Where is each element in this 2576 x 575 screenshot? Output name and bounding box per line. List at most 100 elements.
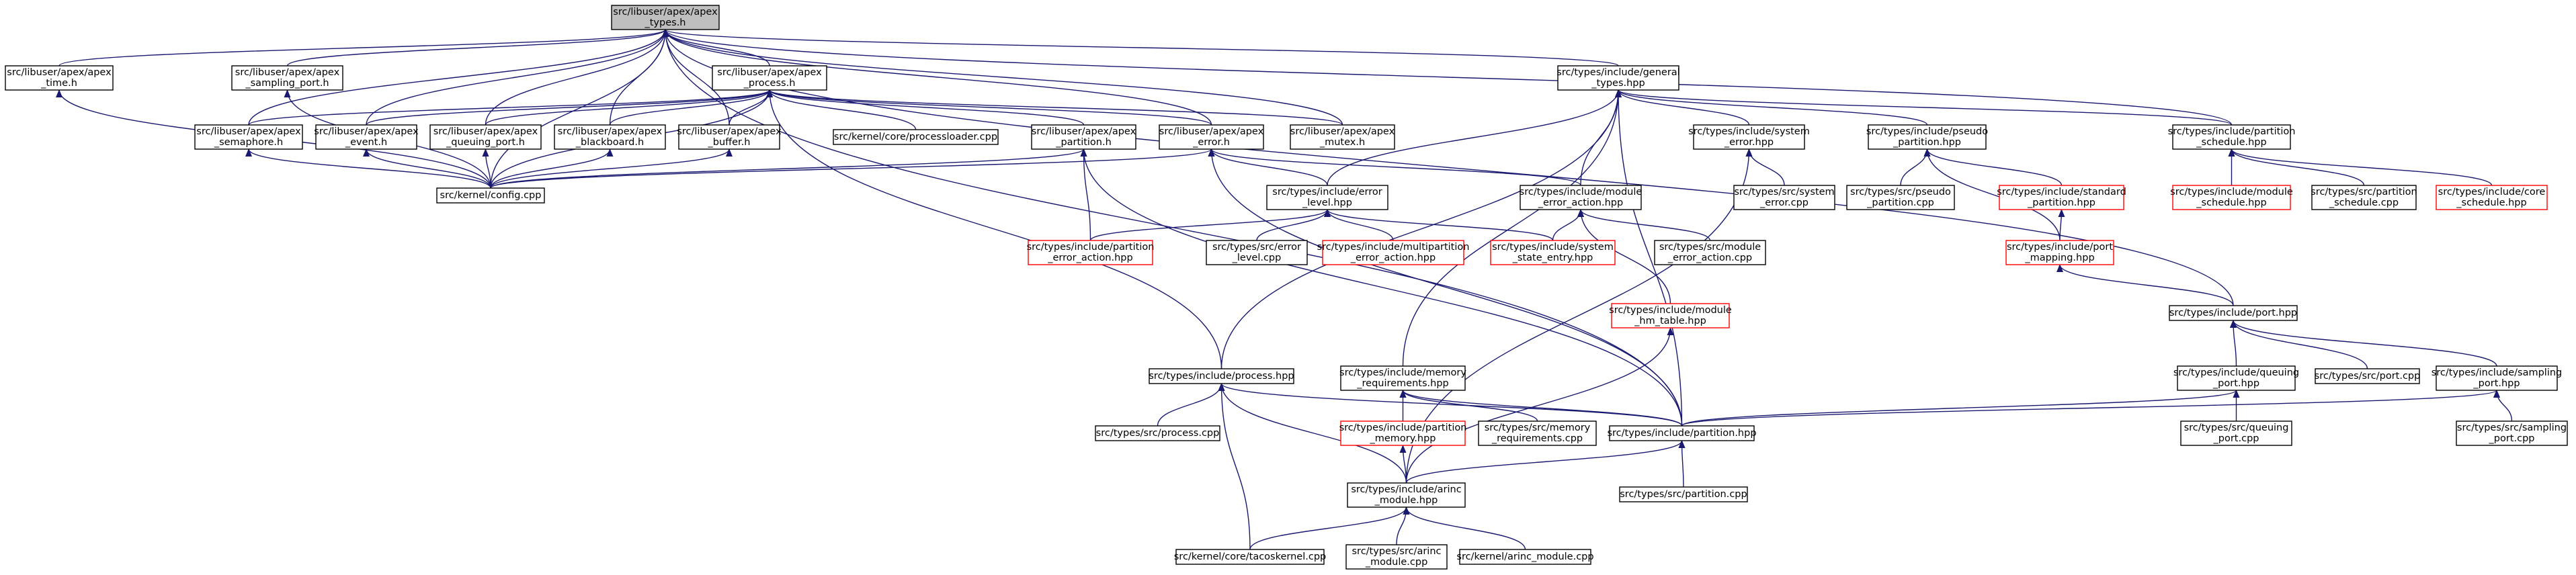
node-port_mapping[interactable]: src/types/include/port_mapping.hpp [2005, 240, 2114, 265]
node-box-time_h [5, 65, 114, 91]
edge-sys_state-to-mod_err_act [1552, 209, 1584, 241]
node-box-queuing_cpp [2180, 421, 2292, 446]
edge-multipart_err-to-error_level [1324, 209, 1394, 241]
node-box-kernel_arinc [1459, 549, 1591, 565]
node-mod_sched[interactable]: src/types/include/module_schedule.hpp [2170, 185, 2293, 210]
node-process_cpp[interactable]: src/types/src/process.cpp [1095, 425, 1220, 441]
node-error_level[interactable]: src/types/include/error_level.hpp [1266, 185, 1388, 210]
edge-processloader-to-process_h [766, 89, 917, 130]
edge-part_sched-to-types_h [662, 29, 2233, 126]
node-mem_req[interactable]: src/types/include/memory_requirements.hp… [1339, 365, 1466, 391]
node-label-part_mem-1: _memory.hpp [1370, 433, 1436, 444]
node-label-multipart_err-0: src/types/include/multipartition [1317, 242, 1470, 253]
edge-partition_cpp-to-partition_hpp [1678, 440, 1686, 488]
node-label-part_sched_cpp-1: _schedule.cpp [2329, 197, 2399, 208]
node-config_cpp[interactable]: src/kernel/config.cpp [436, 187, 545, 204]
node-buffer_h[interactable]: src/libuser/apex/apex_buffer.h [677, 124, 782, 150]
node-box-error_h [1159, 124, 1264, 150]
edge-part_sched_cpp-to-part_sched [2228, 148, 2365, 186]
node-part_mem[interactable]: src/types/include/partition_memory.hpp [1339, 421, 1467, 446]
node-mem_req_cpp[interactable]: src/types/src/memory_requirements.cpp [1478, 421, 1597, 446]
node-sys_state[interactable]: src/types/include/system_state_entry.hpp [1490, 240, 1616, 265]
node-port_cpp[interactable]: src/types/src/port.cpp [2315, 368, 2421, 384]
node-tacos[interactable]: src/kernel/core/tacoskernel.cpp [1174, 549, 1327, 565]
edge-semaphore_h-to-process_h [248, 89, 773, 126]
edge-config_cpp-to-queuing_h [482, 148, 491, 189]
edge-mutex_h-to-process_h [766, 89, 1343, 126]
node-label-types_h-1: _types.h [645, 17, 686, 28]
node-arinc_module[interactable]: src/types/include/arinc_module.hpp [1347, 482, 1466, 508]
node-error_h[interactable]: src/libuser/apex/apex_error.h [1159, 124, 1264, 150]
node-event_h[interactable]: src/libuser/apex/apex_event.h [314, 124, 419, 150]
node-part_err_act[interactable]: src/types/include/partition_error_action… [1027, 240, 1155, 265]
node-queuing_hpp[interactable]: src/types/include/queuing_port.hpp [2173, 365, 2299, 391]
node-process_hpp[interactable]: src/types/include/process.hpp [1149, 368, 1294, 384]
node-partition_hpp[interactable]: src/types/include/partition.hpp [1607, 425, 1757, 441]
edge-part_err_act-to-error_level [1089, 209, 1331, 241]
node-std_part[interactable]: src/types/include/standard_partition.hpp [1997, 185, 2126, 210]
edge-process_cpp-to-process_hpp [1157, 383, 1225, 427]
node-box-std_part [1999, 185, 2124, 210]
node-pseudo_part[interactable]: src/types/include/pseudo_partition.hpp [1866, 124, 1988, 150]
edge-partition_h-to-process_h [766, 89, 1085, 126]
node-box-port_hpp [2169, 305, 2298, 321]
node-label-part_sched-1: _schedule.hpp [2196, 137, 2266, 148]
node-box-arinc_module [1347, 482, 1466, 508]
node-part_sched_cpp[interactable]: src/types/src/partition_schedule.cpp [2311, 185, 2417, 210]
node-queuing_h[interactable]: src/libuser/apex/apex_queuing_port.h [429, 124, 542, 150]
node-sampling_h[interactable]: src/libuser/apex/apex_sampling_port.h [231, 65, 343, 91]
node-processloader[interactable]: src/kernel/core/processloader.cpp [833, 129, 999, 145]
node-partition_h[interactable]: src/libuser/apex/apex_partition.h [1031, 124, 1136, 150]
node-mod_err_act_cpp[interactable]: src/types/src/module_error_action.cpp [1654, 240, 1766, 265]
node-time_h[interactable]: src/libuser/apex/apex_time.h [5, 65, 114, 91]
node-box-mem_req [1340, 365, 1466, 391]
node-port_hpp[interactable]: src/types/include/port.hpp [2169, 305, 2298, 321]
node-label-process_hpp-0: src/types/include/process.hpp [1149, 371, 1294, 382]
node-arinc_cpp[interactable]: src/types/src/arinc_module.cpp [1345, 544, 1448, 570]
node-sampling_hpp[interactable]: src/types/include/sampling_port.hpp [2432, 365, 2563, 391]
node-err_level_cpp[interactable]: src/types/src/error_level.cpp [1206, 240, 1308, 265]
node-pseudo_part_cpp[interactable]: src/types/src/pseudo_partition.cpp [1846, 185, 1955, 210]
node-part_sched[interactable]: src/types/include/partition_schedule.hpp [2168, 124, 2296, 150]
node-label-core_sched-0: src/types/include/core [2438, 187, 2546, 197]
node-queuing_cpp[interactable]: src/types/src/queuing_port.cpp [2180, 421, 2292, 446]
node-box-part_sched_cpp [2311, 185, 2417, 210]
node-label-error_level-0: src/types/include/error [1272, 187, 1382, 197]
node-partition_cpp[interactable]: src/types/src/partition.cpp [1619, 486, 1748, 502]
node-blackboard_h[interactable]: src/libuser/apex/apex_blackboard.h [554, 124, 666, 150]
node-sys_error_cpp[interactable]: src/types/src/system_error.cpp [1733, 185, 1835, 210]
node-box-sys_error_cpp [1733, 185, 1835, 210]
node-mod_hm[interactable]: src/types/include/module_hm_table.hpp [1609, 303, 1732, 328]
node-label-config_cpp-0: src/kernel/config.cpp [440, 190, 542, 201]
node-multipart_err[interactable]: src/types/include/multipartition_error_a… [1317, 240, 1470, 265]
node-sampling_cpp[interactable]: src/types/src/sampling_port.cpp [2456, 421, 2568, 446]
edge-error_h-to-process_h [766, 89, 1212, 126]
node-types_h[interactable]: src/libuser/apex/apex_types.h [611, 5, 720, 30]
node-label-pseudo_part_cpp-1: _partition.cpp [1866, 197, 1934, 208]
node-mutex_h[interactable]: src/libuser/apex/apex_mutex.h [1290, 124, 1395, 150]
node-label-types_h-0: src/libuser/apex/apex [613, 7, 718, 17]
node-general_types[interactable]: src/types/include/general_types.hpp [1556, 65, 1680, 91]
node-label-queuing_cpp-1: _port.cpp [2213, 433, 2259, 444]
node-label-error_level-1: _level.hpp [1302, 197, 1352, 208]
node-sys_error[interactable]: src/types/include/system_error.hpp [1688, 124, 1810, 150]
node-kernel_arinc[interactable]: src/kernel/arinc_module.cpp [1456, 549, 1594, 565]
node-box-error_level [1266, 185, 1388, 210]
node-core_sched[interactable]: src/types/include/core_schedule.hpp [2436, 185, 2548, 210]
edge-event_h-to-process_h [366, 89, 773, 126]
edge-partition_hpp-to-sampling_hpp [1681, 390, 2500, 427]
node-box-sampling_hpp [2436, 365, 2558, 391]
node-box-part_err_act [1028, 240, 1153, 265]
node-label-pseudo_part-0: src/types/include/pseudo [1866, 126, 1988, 137]
node-label-arinc_module-0: src/types/include/arinc [1351, 484, 1461, 495]
node-label-sampling_cpp-0: src/types/src/sampling [2457, 423, 2567, 433]
node-label-part_err_act-0: src/types/include/partition [1027, 242, 1155, 253]
node-mod_err_act[interactable]: src/types/include/module_error_action.hp… [1520, 185, 1643, 210]
node-process_h[interactable]: src/libuser/apex/apex_process.h [712, 65, 827, 91]
edge-error_h-to-types_h [662, 29, 1212, 126]
node-label-queuing_hpp-1: _port.hpp [2212, 378, 2259, 389]
node-label-core_sched-1: _schedule.hpp [2456, 197, 2526, 208]
node-semaphore_h[interactable]: src/libuser/apex/apex_semaphore.h [194, 124, 303, 150]
edge-err_level_cpp-to-error_level [1256, 209, 1331, 241]
node-box-sampling_h [231, 65, 343, 91]
